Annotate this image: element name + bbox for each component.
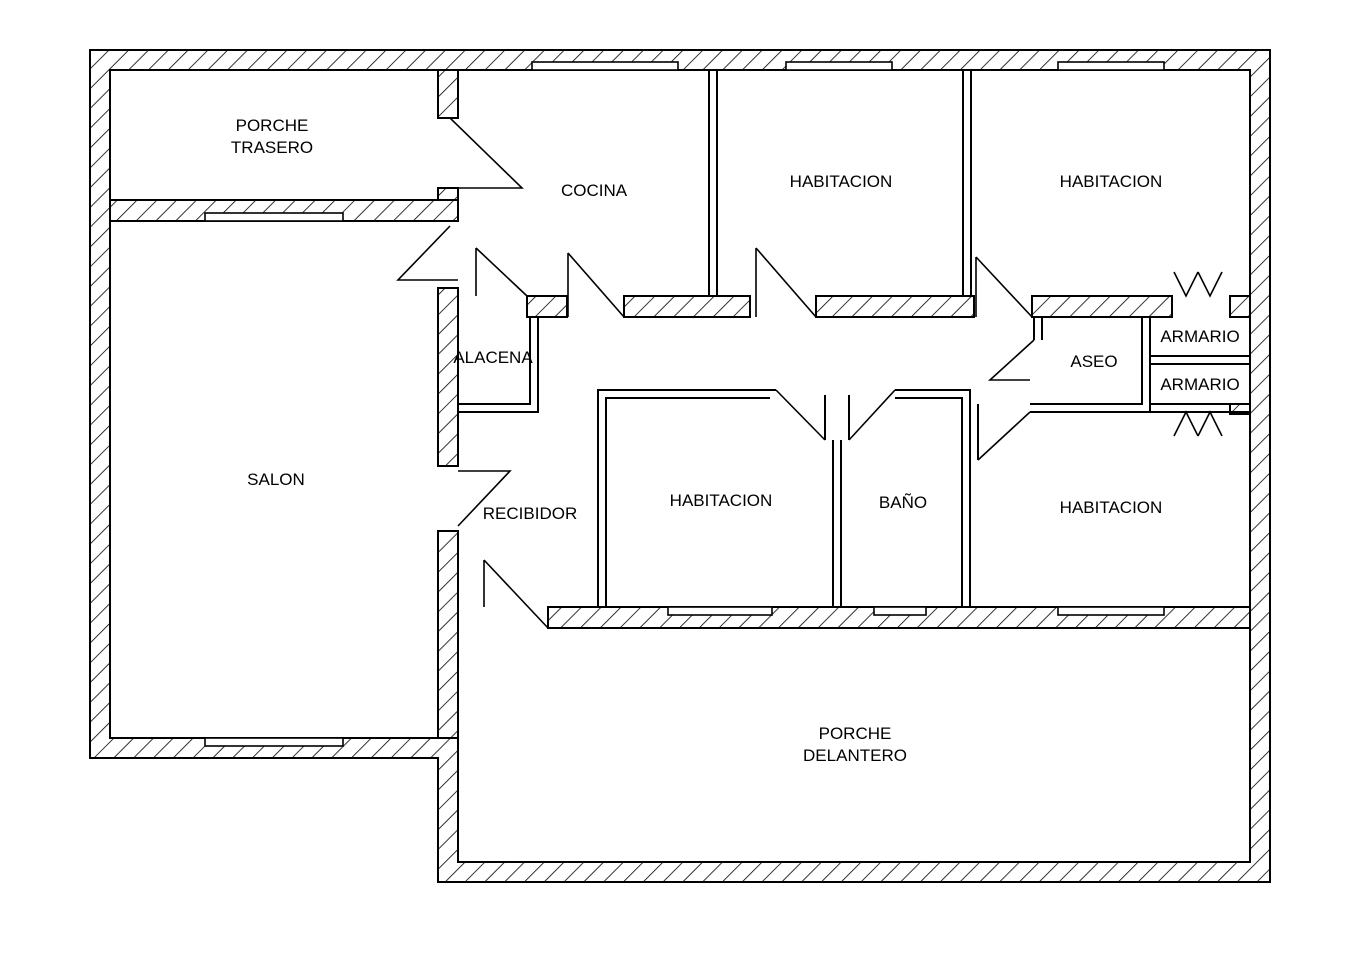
room-label-porche-delantero-1: PORCHE — [819, 724, 892, 743]
room-label-habitacion-2: HABITACION — [1060, 172, 1163, 191]
doors — [396, 117, 1223, 629]
wall-salon-right-upper — [437, 287, 459, 467]
wall-hall-top-1 — [526, 295, 568, 318]
wall-armario-top — [1229, 295, 1251, 318]
room-label-cocina: COCINA — [561, 181, 628, 200]
room-label-habitacion-3: HABITACION — [670, 491, 773, 510]
room-label-aseo: ASEO — [1070, 352, 1117, 371]
room-label-bano: BAÑO — [879, 493, 927, 512]
room-label-habitacion-4: HABITACION — [1060, 498, 1163, 517]
wall-back-porch-right-upper — [437, 69, 459, 119]
wall-hall-top-2 — [623, 295, 751, 318]
wall-hall-top-4 — [1031, 295, 1173, 318]
wall-salon-right-lower — [437, 530, 459, 739]
room-label-recibidor: RECIBIDOR — [483, 504, 577, 523]
room-label-porche-trasero-2: TRASERO — [231, 138, 313, 157]
exterior-wall — [89, 49, 1271, 883]
room-label-armario-2: ARMARIO — [1160, 375, 1239, 394]
wall-back-porch-right-lower — [437, 187, 459, 201]
room-label-porche-delantero-2: DELANTERO — [803, 746, 907, 765]
room-label-alacena: ALACENA — [453, 348, 533, 367]
partitions — [458, 70, 1250, 607]
room-label-salon: SALON — [247, 470, 305, 489]
windows — [204, 61, 1165, 747]
wall-hall-top-3 — [815, 295, 975, 318]
room-label-habitacion-1: HABITACION — [790, 172, 893, 191]
room-label-armario-1: ARMARIO — [1160, 327, 1239, 346]
room-label-porche-trasero-1: PORCHE — [236, 116, 309, 135]
